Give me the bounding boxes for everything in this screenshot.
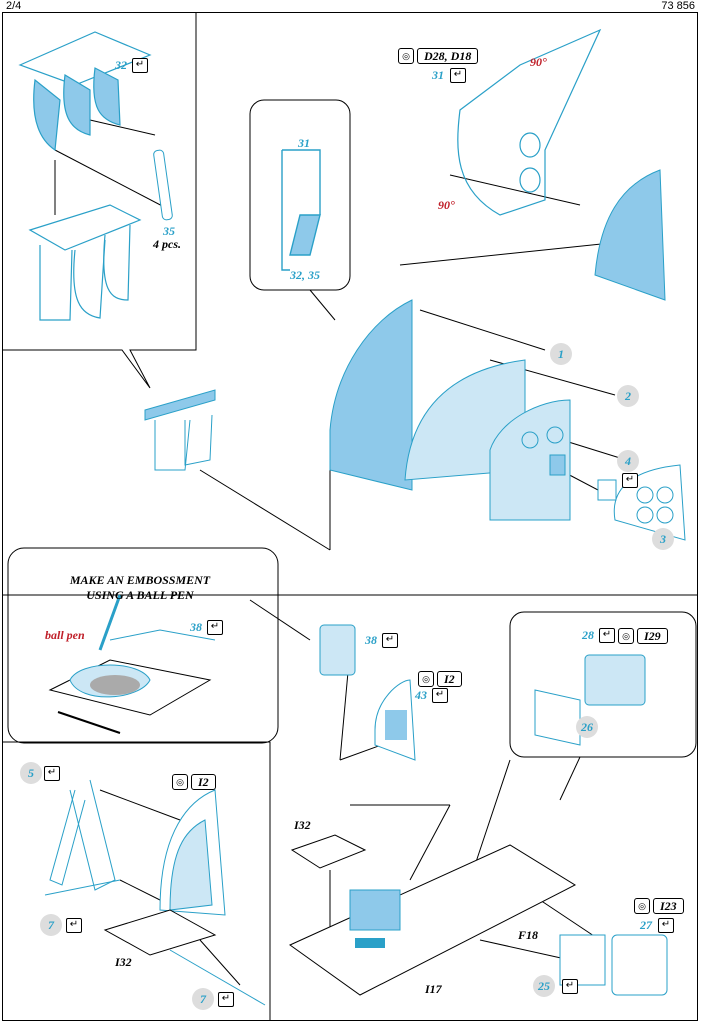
part-label-31: 31 [432, 68, 444, 82]
part-number-25: 25 [533, 975, 555, 997]
detail-part-31 [281, 149, 321, 271]
inset-callout-right [509, 611, 697, 758]
part-1-bulkhead [329, 299, 413, 491]
seat-backs-part-32 [18, 31, 152, 321]
version-icon: ◎ [172, 774, 188, 790]
part-label-32: 32 [115, 58, 127, 72]
part-label-38: 38 [365, 633, 377, 647]
harness-part-5 [49, 779, 116, 891]
angle-label: 90° [438, 198, 455, 212]
version-icon: ◎ [418, 671, 434, 687]
bulkhead-panel-right [594, 169, 666, 301]
part-28-box [584, 654, 646, 706]
part-26-panel [534, 689, 581, 746]
version-tag-i2: ◎ I2 [418, 671, 462, 687]
seat-base-on-floor [349, 889, 401, 931]
part-label-38-callout: 38 [190, 620, 202, 634]
page-frame [2, 12, 698, 1021]
part-label-i32: I32 [294, 818, 311, 832]
check-box: ↵ [218, 992, 234, 1007]
part-number-2: 2 [617, 385, 639, 407]
product-code: 73 856 [661, 0, 695, 12]
check-box: ↵ [599, 628, 615, 643]
part-3-instrument-panel [489, 399, 571, 521]
check-box: ↵ [432, 688, 448, 703]
part-label-27: 27 [640, 918, 652, 932]
strap-part-35 [153, 149, 173, 221]
part-4-box [597, 479, 617, 501]
part-25-panel [559, 934, 606, 986]
seat-cushion [103, 909, 217, 956]
version-tag-d28: ◎ D28, D18 [398, 48, 479, 64]
check-box: ↵ [66, 918, 82, 933]
seat-group-center [144, 389, 216, 471]
inset-frame-top-left [2, 12, 197, 389]
part-label-35: 35 [163, 224, 175, 238]
ball-pen-icon [98, 594, 122, 651]
part-label-i17: I17 [425, 982, 442, 996]
part-i32-box [290, 834, 367, 869]
check-box: ↵ [207, 620, 223, 635]
part-label-i32-seat: I32 [115, 955, 132, 969]
pedal-bar [355, 938, 385, 948]
version-icon: ◎ [634, 898, 650, 914]
part-label-28: 28 [582, 628, 594, 642]
part-number-5: 5 [20, 762, 42, 784]
check-box: ↵ [382, 633, 398, 648]
part-38-piece [319, 624, 356, 676]
part-label-31-detail: 31 [298, 136, 310, 150]
version-icon: ◎ [398, 48, 414, 64]
embossment-note: MAKE AN EMBOSSMENT USING A BALL PEN [69, 573, 211, 602]
part-number-3: 3 [652, 528, 674, 550]
part-label-43: 43 [415, 688, 427, 702]
check-box: ↵ [658, 918, 674, 933]
part-number-1: 1 [550, 343, 572, 365]
cockpit-side-panel [457, 28, 602, 216]
part-label-f18: F18 [518, 928, 539, 942]
quantity-label: 4 pcs. [153, 237, 181, 251]
part-number-26: 26 [576, 716, 598, 738]
part-number-7: 7 [40, 914, 62, 936]
page-number: 2/4 [6, 0, 22, 12]
check-box: ↵ [622, 473, 638, 488]
part-27-box [611, 934, 668, 996]
embossment-illustration [48, 594, 216, 734]
version-tag-i29: ◎ I29 [618, 628, 668, 644]
embossment-callout [7, 547, 279, 744]
part-label-32-35: 32, 35 [290, 268, 320, 282]
version-tag-i2-seat: ◎ I2 [172, 774, 216, 790]
part-number-4: 4 [617, 450, 639, 472]
part-number-7b: 7 [192, 988, 214, 1010]
check-box: ↵ [132, 58, 148, 73]
angle-label: 90° [530, 55, 547, 69]
ball-pen-label: ball pen [45, 628, 85, 642]
harness-part-7 [44, 879, 266, 1006]
inset-callout-center [249, 99, 351, 291]
check-box: ↵ [450, 68, 466, 83]
check-box: ↵ [44, 766, 60, 781]
check-box: ↵ [562, 979, 578, 994]
floor-part-f18 [289, 844, 577, 996]
version-icon: ◎ [618, 628, 634, 644]
version-tag-i23: ◎ I23 [634, 898, 684, 914]
